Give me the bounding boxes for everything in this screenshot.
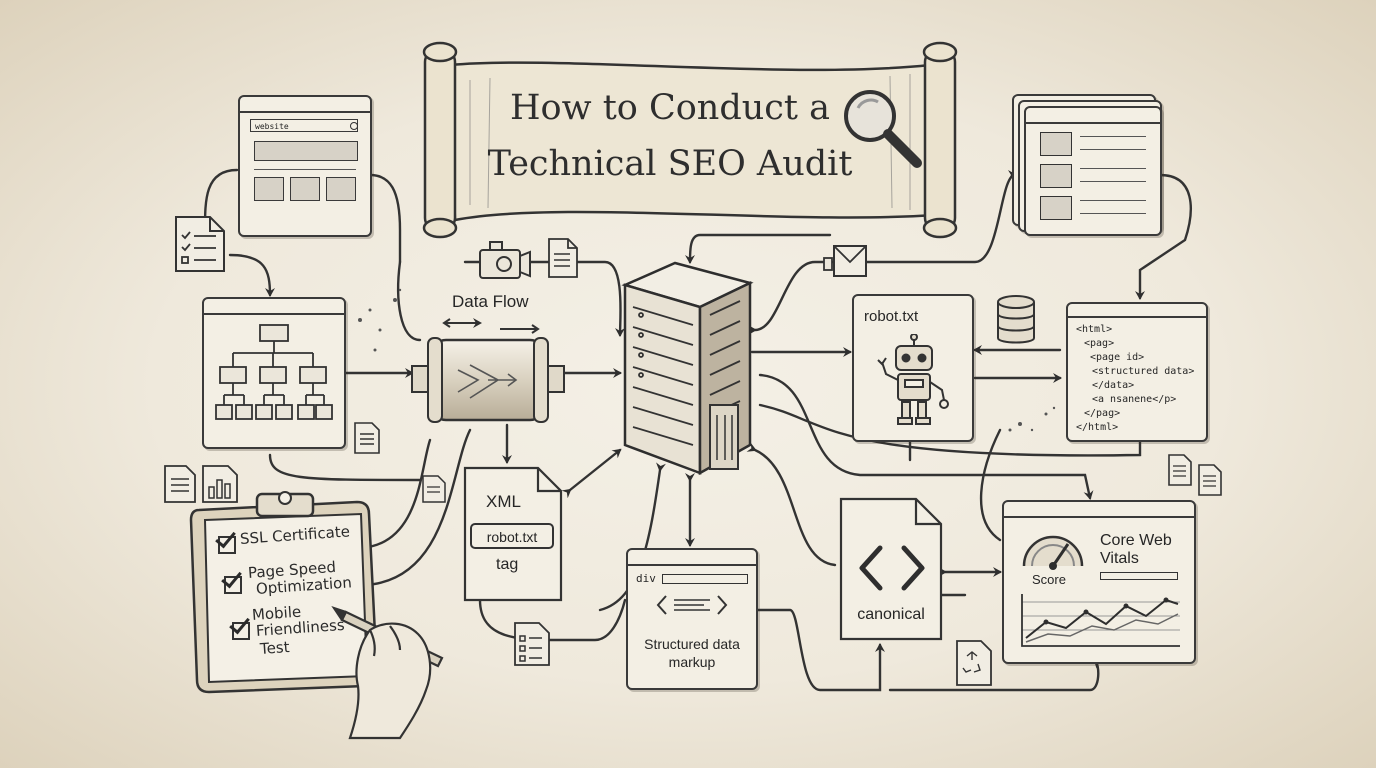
sd-line — [662, 574, 748, 584]
search-icon — [350, 122, 358, 130]
canonical-label: canonical — [857, 606, 925, 623]
pages-browser-window — [1024, 106, 1162, 236]
code-brackets-icon — [656, 595, 728, 615]
title-line-1: How to Conduct a — [510, 88, 830, 128]
cwv-progress-bar — [1100, 572, 1178, 580]
browser-titlebar — [240, 97, 370, 113]
checklist-document-icon — [514, 622, 550, 666]
title-scroll — [422, 41, 958, 239]
code-line: <html> — [1076, 324, 1113, 335]
code-line: </data> — [1092, 380, 1135, 391]
website-browser-window: website — [238, 95, 372, 237]
address-text: website — [255, 122, 289, 131]
text-line — [254, 165, 356, 170]
sitemap-titlebar — [204, 299, 344, 315]
checkbox-icon — [232, 622, 250, 640]
camera-icon — [479, 241, 531, 279]
thumb-1 — [254, 177, 284, 201]
code-line: </html> — [1076, 422, 1119, 433]
sitemap-icon — [215, 324, 333, 420]
page-thumb-3 — [1040, 196, 1072, 220]
server-icon — [621, 261, 754, 476]
code-line: <page id> — [1090, 352, 1145, 363]
diagram-title: How to Conduct a Technical SEO Audit — [440, 80, 900, 192]
magnifier-icon — [844, 90, 922, 168]
score-label: Score — [1032, 572, 1066, 587]
robot-icon — [877, 334, 949, 425]
document-icon — [1168, 454, 1192, 486]
document-icon — [548, 238, 578, 278]
checklist-item-mobile-3: Test — [259, 637, 291, 658]
code-line: <structured data> — [1092, 366, 1195, 377]
performance-line-chart — [1021, 594, 1180, 647]
document-icon — [354, 422, 380, 454]
pages-titlebar — [1026, 108, 1160, 124]
html-code-window: <html> <pag> <page id> <structured data>… — [1066, 302, 1208, 442]
document-icon — [422, 475, 446, 503]
page-lines-1 — [1080, 136, 1146, 150]
address-bar: website — [250, 119, 358, 132]
clipboard-icon — [189, 491, 379, 694]
data-flow-arrows-icon — [442, 318, 540, 334]
checkbox-icon — [224, 576, 242, 594]
sitemap-window — [202, 297, 346, 449]
robots-txt-label: robot.txt — [864, 308, 919, 325]
page-thumb-2 — [1040, 164, 1072, 188]
structured-data-label-1: Structured data — [644, 636, 740, 652]
code-brackets-icon — [859, 545, 925, 591]
bar-chart-icon — [202, 465, 238, 503]
tag-label: tag — [496, 556, 519, 573]
code-titlebar — [1068, 304, 1206, 318]
checklist-document-icon — [175, 216, 225, 272]
robots-txt-card: robot.txt — [852, 294, 974, 442]
recycle-icon — [956, 640, 992, 686]
page-lines-3 — [1080, 200, 1146, 214]
code-line: <a nsanene</p> — [1092, 394, 1177, 405]
sd-titlebar — [628, 550, 756, 566]
ink-specks — [358, 288, 402, 352]
structured-data-label-2: markup — [668, 654, 716, 670]
checkbox-icon — [218, 536, 236, 554]
structured-data-window: div Structured data markup — [626, 548, 758, 690]
data-flow-label: Data Flow — [452, 292, 529, 311]
hero-block — [254, 141, 358, 161]
thumb-3 — [326, 177, 356, 201]
cwv-titlebar — [1004, 502, 1194, 518]
core-web-vitals-window: Score Core Web Vitals — [1002, 500, 1196, 664]
hand-pen-icon — [331, 605, 444, 740]
document-icon — [1198, 464, 1222, 496]
xml-label: XML — [486, 492, 521, 511]
title-line-2: Technical SEO Audit — [487, 144, 853, 184]
code-line: </pag> — [1084, 408, 1121, 419]
data-flow-pipe — [411, 337, 565, 423]
robots-txt-tag-box: robot.txt — [470, 523, 554, 549]
gauge-icon — [1022, 535, 1084, 570]
cwv-title-1: Core Web — [1100, 532, 1172, 549]
page-lines-2 — [1080, 168, 1146, 182]
ink-specks — [1008, 406, 1056, 432]
document-icon — [164, 465, 196, 503]
canonical-document-shape — [839, 497, 943, 641]
database-icon — [997, 295, 1035, 344]
code-line: <pag> — [1084, 338, 1115, 349]
div-tag-label: div — [636, 572, 656, 585]
thumb-2 — [290, 177, 320, 201]
email-icon — [823, 245, 867, 277]
page-thumb-1 — [1040, 132, 1072, 156]
cwv-title-2: Vitals — [1100, 550, 1139, 567]
